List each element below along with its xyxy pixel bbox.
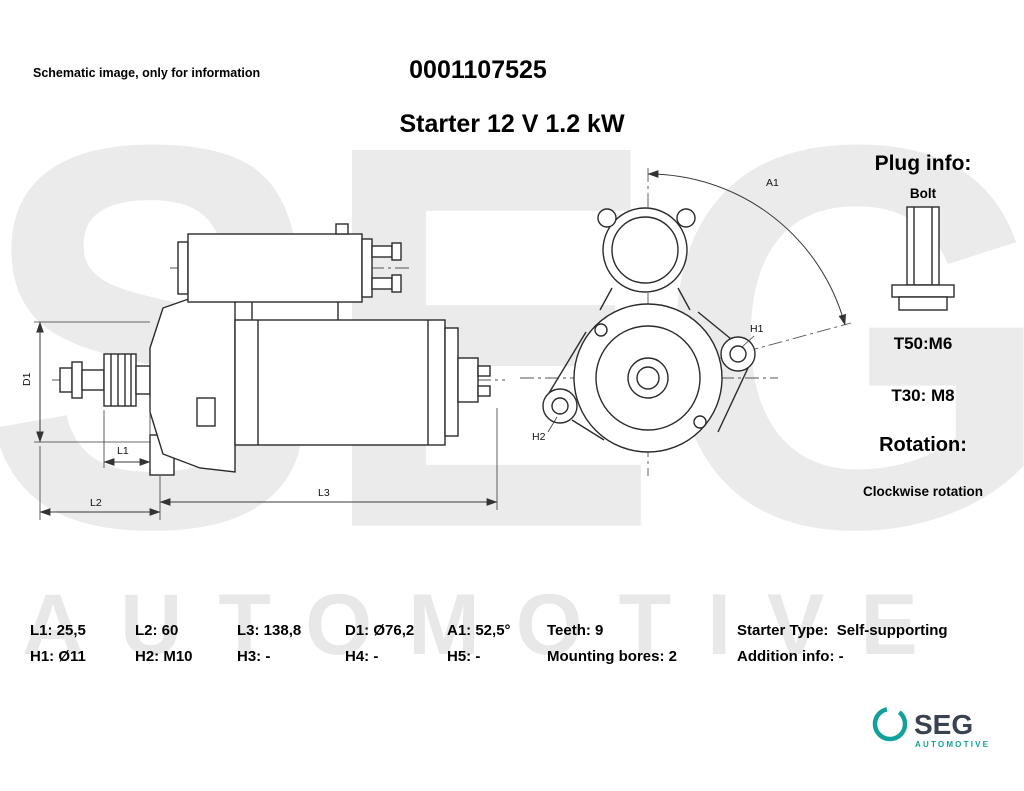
- seg-logo-brand: SEG: [914, 709, 973, 740]
- bolt-icon: [891, 206, 955, 311]
- plug-info-heading: Plug info:: [874, 152, 972, 175]
- plug-type-label: Bolt: [909, 186, 937, 201]
- spec-teeth: Teeth: 9: [547, 622, 604, 639]
- spec-h3: H3: -: [237, 648, 271, 665]
- spec-l2: L2: 60: [135, 622, 179, 639]
- dim-label-l2: L2: [90, 497, 102, 509]
- spec-row-2: H1: Ø11 H2: M10 H3: - H4: - H5: - Mounti…: [0, 648, 1024, 670]
- spec-addition-info: Addition info: -: [737, 648, 844, 665]
- bolt-drawing: [845, 205, 1001, 318]
- spec-h1: H1: Ø11: [30, 648, 86, 665]
- t30-spec: T30: M8: [891, 386, 955, 405]
- spec-l3: L3: 138,8: [237, 622, 302, 639]
- front-view-drawing: [520, 168, 852, 476]
- technical-drawing: D1 L1 L2 L3: [21, 168, 852, 520]
- seg-logo-graphic: SEG AUTOMOTIVE: [872, 706, 990, 749]
- side-view-drawing: [52, 223, 505, 476]
- t50-spec: T50:M6: [893, 334, 953, 353]
- dim-label-l1: L1: [117, 445, 129, 457]
- spec-h2: H2: M10: [135, 648, 193, 665]
- product-title: Starter 12 V 1.2 kW: [399, 110, 625, 138]
- side-view-dimensions: D1 L1 L2 L3: [21, 321, 498, 520]
- seg-logo: SEG AUTOMOTIVE: [870, 696, 1010, 757]
- seg-logo-ring-icon: [872, 706, 908, 742]
- dim-label-h2: H2: [532, 431, 546, 443]
- spec-l1: L1: 25,5: [30, 622, 86, 639]
- front-view-dimensions: A1 H1 H2: [532, 170, 846, 443]
- spec-h5: H5: -: [447, 648, 481, 665]
- dim-label-d1: D1: [21, 372, 33, 386]
- dim-label-l3: L3: [318, 487, 330, 499]
- spec-starter-type: Starter Type: Self-supporting: [737, 622, 948, 639]
- watermark-automotive: AUTOMOTIVE: [22, 577, 954, 673]
- spec-a1: A1: 52,5°: [447, 622, 511, 639]
- spec-d1: D1: Ø76,2: [345, 622, 415, 639]
- rotation-value: Clockwise rotation: [862, 484, 984, 499]
- seg-logo-subtitle: AUTOMOTIVE: [915, 740, 990, 749]
- disclaimer-text: Schematic image, only for information: [33, 66, 261, 80]
- dim-label-h1: H1: [750, 323, 764, 335]
- part-number: 0001107525: [409, 56, 547, 84]
- spec-mounting-bores: Mounting bores: 2: [547, 648, 677, 665]
- dim-label-a1: A1: [766, 177, 779, 189]
- spec-row-1: L1: 25,5 L2: 60 L3: 138,8 D1: Ø76,2 A1: …: [0, 622, 1024, 644]
- spec-h4: H4: -: [345, 648, 379, 665]
- rotation-heading: Rotation:: [879, 434, 967, 456]
- plug-info-panel: Plug info: Bolt T50:M6 T30: M8 Rotation:…: [845, 152, 1001, 499]
